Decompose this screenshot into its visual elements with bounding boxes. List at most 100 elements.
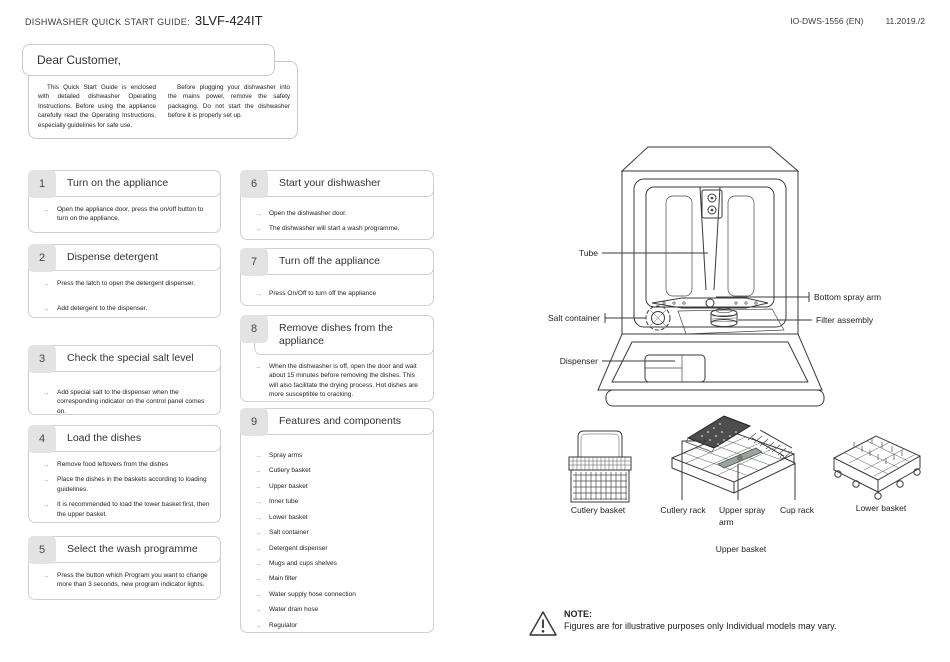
intro-paragraph-2: Before plugging your dishwasher into the… bbox=[168, 84, 290, 120]
arrow-bullet-icon: → bbox=[254, 209, 262, 218]
dishwasher-diagram: Tube Salt container Dispenser Bottom spr… bbox=[530, 138, 950, 410]
step-bullets: →Open the appliance door, press the on/o… bbox=[29, 205, 220, 224]
arrow-bullet-icon: → bbox=[254, 481, 262, 491]
bullet-text: Open the appliance door, press the on/of… bbox=[57, 206, 204, 223]
step-bullets: → Press the latch to open the detergent d… bbox=[29, 279, 220, 314]
bullet-item: →Water supply hose connection bbox=[247, 590, 425, 599]
bullet-text: Open the dishwasher door. bbox=[269, 210, 347, 217]
step-title: Features and components bbox=[254, 408, 434, 436]
bullet-text: Upper basket bbox=[269, 482, 308, 490]
bullet-text: Cutlery basket bbox=[269, 467, 311, 475]
note-section: NOTE: Figures are for illustrative purpo… bbox=[528, 606, 928, 646]
bullet-text: Main filter bbox=[269, 575, 298, 583]
note-title: NOTE: bbox=[564, 609, 592, 619]
step-bullets: → Open the dishwasher door. →The dishwashe… bbox=[241, 209, 433, 234]
label-cutlery-basket: Cutlery basket bbox=[570, 505, 626, 515]
bullet-text: Add detergent to the dispenser. bbox=[57, 305, 148, 313]
bullet-text: Salt container bbox=[269, 529, 309, 537]
greeting-text: Dear Customer, bbox=[37, 53, 122, 67]
bullet-text: Spray arms bbox=[269, 452, 303, 459]
step-bullets: →Spray arms→Cutlery basket→Upper basket→… bbox=[241, 451, 433, 630]
bullet-text: Place the dishes in the baskets accordin… bbox=[57, 476, 207, 493]
step-title: Turn off the appliance bbox=[254, 248, 434, 276]
step-card-2: 2 Dispense detergent →Press the latch to… bbox=[28, 244, 221, 318]
step-title: Start your dishwasher bbox=[254, 170, 434, 198]
bullet-item: →Add detergent to the dispenser. bbox=[35, 304, 212, 313]
label-salt-container: Salt container bbox=[548, 313, 600, 323]
bullet-item: →The dishwasher will start a wash progra… bbox=[247, 224, 425, 233]
bullet-item: →Mugs and cups shelves bbox=[247, 559, 425, 568]
greeting-box: Dear Customer, bbox=[22, 44, 275, 76]
step-number: 3 bbox=[28, 345, 56, 373]
bullet-text: Regulator bbox=[269, 621, 298, 629]
arrow-bullet-icon: → bbox=[254, 224, 262, 234]
step-card-5: 5 Select the wash programme →Press the b… bbox=[28, 536, 221, 600]
bullet-item: → When the dishwasher is off, open the do… bbox=[247, 362, 425, 400]
step-card-9: 9 Features and components → Spray arms → Cu… bbox=[240, 408, 434, 633]
bullet-item: → Open the dishwasher door. bbox=[247, 209, 425, 218]
bullet-text: Inner tube bbox=[269, 498, 299, 506]
bullet-item: →Open the appliance door, press the on/o… bbox=[35, 205, 212, 224]
label-tube: Tube bbox=[578, 248, 598, 258]
upper-basket-illustration bbox=[657, 415, 796, 500]
step-bullets: →Add special salt to the dispenser when … bbox=[29, 388, 220, 416]
label-upper-basket: Upper basket bbox=[715, 544, 767, 554]
bullet-item: → Press the latch to open the detergent d… bbox=[35, 279, 212, 288]
arrow-bullet-icon: → bbox=[42, 279, 50, 288]
label-filter-assembly: Filter assembly bbox=[816, 315, 874, 325]
step-card-8: 8 Remove dishes from the appliance →When… bbox=[240, 315, 434, 402]
bullet-item: →Main filter bbox=[247, 574, 425, 583]
bullet-text: Water drain hose bbox=[269, 606, 319, 614]
cutlery-basket-illustration bbox=[568, 430, 632, 503]
label-upper-spray-arm: Upper spray arm bbox=[719, 505, 766, 527]
bullet-item: → Water drain hose bbox=[247, 605, 425, 614]
step-title: Turn on the appliance bbox=[42, 170, 221, 198]
arrow-bullet-icon: → bbox=[254, 605, 262, 615]
warning-icon bbox=[529, 611, 557, 636]
document-title-prefix: DISHWASHER QUICK START GUIDE: bbox=[25, 17, 190, 27]
bullet-text: When the dishwasher is off, open the doo… bbox=[269, 363, 418, 399]
bullet-item: →Remove food leftovers from the dishes bbox=[35, 460, 212, 469]
bullet-item: → Detergent dispenser bbox=[247, 544, 425, 553]
step-number: 9 bbox=[240, 408, 268, 436]
document-codes: IO-DWS-1556 (EN) 11.2019./2 bbox=[790, 16, 925, 26]
step-card-1: 1 Turn on the appliance →Open the applia… bbox=[28, 170, 221, 233]
bullet-item: → Upper basket bbox=[247, 482, 425, 491]
bullet-text: It is recommended to load the lower bask… bbox=[57, 501, 210, 518]
model-number: 3LVF-424IT bbox=[194, 13, 263, 28]
doc-code: IO-DWS-1556 (EN) bbox=[790, 16, 864, 26]
label-bottom-spray-arm: Bottom spray arm bbox=[814, 292, 882, 302]
bullet-item: → It is recommended to load the lower bas… bbox=[35, 500, 212, 519]
bullet-item: → Place the dishes in the baskets accordi… bbox=[35, 475, 212, 494]
step-number: 2 bbox=[28, 244, 56, 272]
document-title: DISHWASHER QUICK START GUIDE: 3LVF-424IT bbox=[25, 13, 263, 28]
step-number: 4 bbox=[28, 425, 56, 453]
bullet-text: Water supply hose connection bbox=[269, 590, 356, 598]
bullet-text: Detergent dispenser bbox=[269, 544, 328, 552]
bullet-text: Press the button which Program you want … bbox=[57, 572, 208, 589]
bullet-text: Remove food leftovers from the dishes bbox=[57, 461, 169, 468]
step-card-7: 7 Turn off the appliance →Press On/Off t… bbox=[240, 248, 434, 306]
step-title: Select the wash programme bbox=[42, 536, 221, 564]
arrow-bullet-icon: → bbox=[42, 500, 50, 510]
arrow-bullet-icon: → bbox=[254, 466, 262, 476]
intro-paragraph-1: This Quick Start Guide is enclosed with … bbox=[38, 84, 156, 129]
bullet-item: → Cutlery basket bbox=[247, 466, 425, 475]
arrow-bullet-icon: → bbox=[254, 497, 262, 507]
step-bullets: →Press the button which Program you want… bbox=[29, 571, 220, 590]
arrow-bullet-icon: → bbox=[42, 388, 50, 397]
bullet-text: Press the latch to open the detergent di… bbox=[57, 280, 196, 287]
arrow-bullet-icon: → bbox=[254, 543, 262, 553]
arrow-bullet-icon: → bbox=[42, 475, 50, 485]
bullet-item: → Regulator bbox=[247, 621, 425, 630]
step-card-4: 4 Load the dishes →Remove food leftovers… bbox=[28, 425, 221, 523]
lower-basket-illustration bbox=[832, 435, 922, 500]
arrow-bullet-icon: → bbox=[254, 289, 262, 298]
step-bullets: → When the dishwasher is off, open the do… bbox=[241, 362, 433, 400]
step-number: 7 bbox=[240, 248, 268, 276]
step-title: Load the dishes bbox=[42, 425, 221, 453]
arrow-bullet-icon: → bbox=[254, 362, 262, 371]
arrow-bullet-icon: → bbox=[254, 620, 262, 630]
step-card-3: 3 Check the special salt level →Add spec… bbox=[28, 345, 221, 415]
bullet-text: Lower basket bbox=[269, 513, 308, 521]
